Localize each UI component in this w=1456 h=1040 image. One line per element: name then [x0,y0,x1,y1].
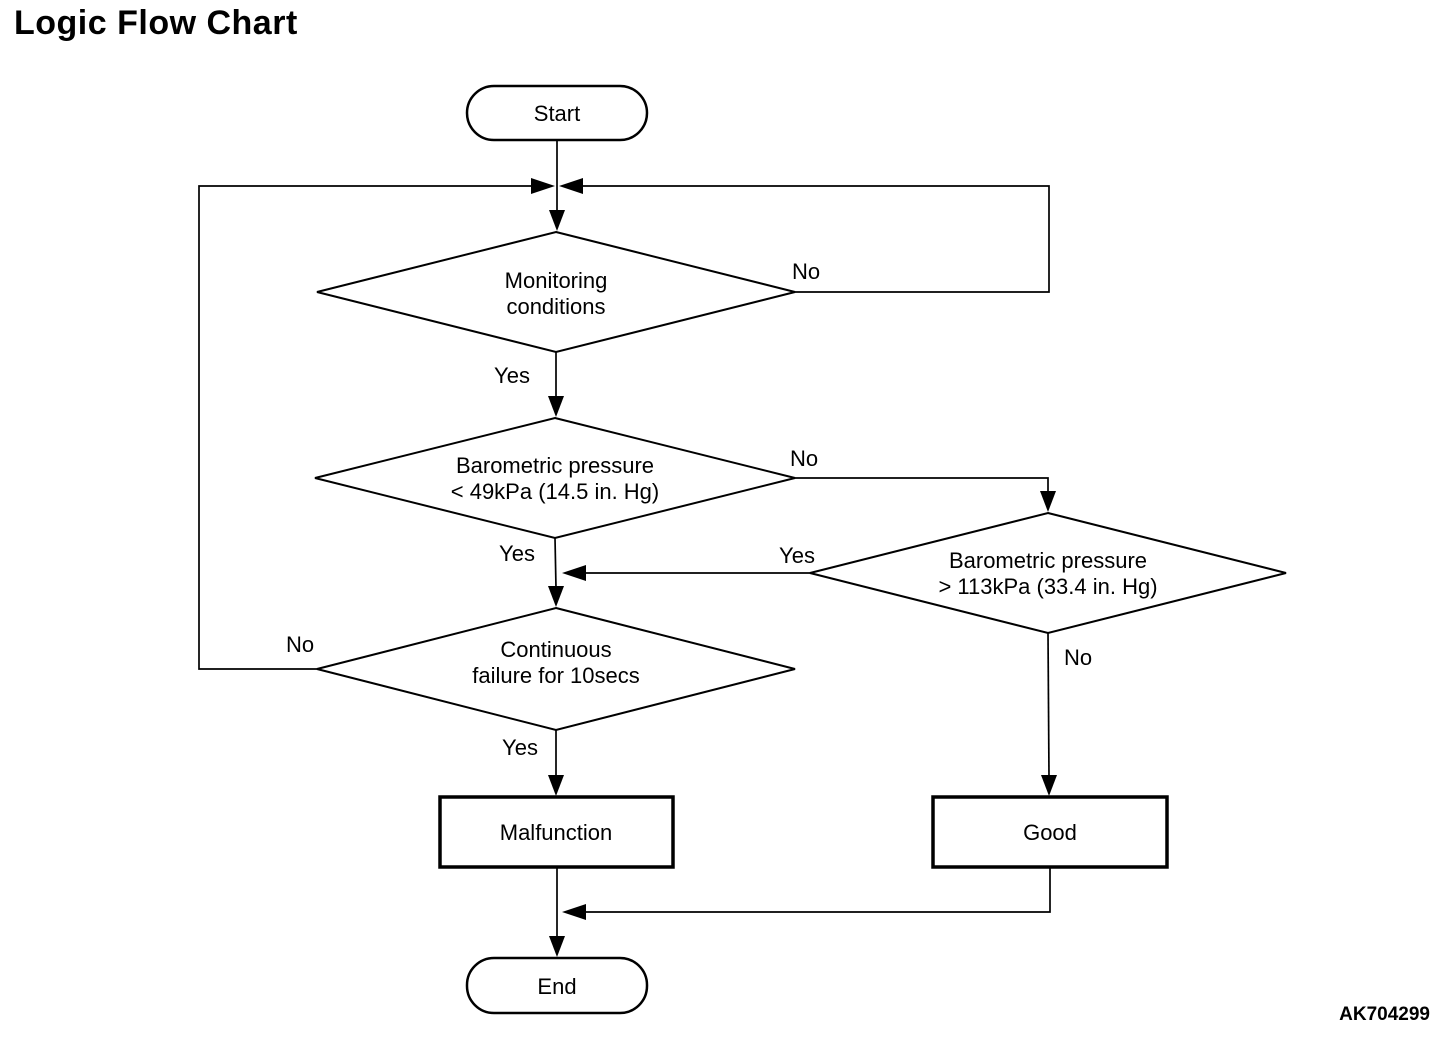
arrowhead-baro-high-yes-junction [562,565,586,581]
baro-high-label-line2: > 113kPa (33.4 in. Hg) [938,574,1158,599]
branch-label-baro-high-no: No [1063,645,1093,670]
branch-label-monitoring-yes: Yes [494,363,530,388]
end-node-label: End [537,974,577,999]
arrowhead-into-malfunction [548,775,564,796]
monitoring-diamond-shape [316,230,796,354]
arrowhead-into-baro-high [1040,491,1056,512]
continuous-diamond-shape [316,606,796,732]
continuous-label-line1: Continuous [500,637,612,662]
baro-low-node-label: Barometric pressure < 49kPa (14.5 in. Hg… [451,453,660,505]
branch-label-baro-low-no: No [789,446,819,471]
branch-label-continuous-no: No [285,632,315,657]
edge-baro-low-no [795,477,1049,493]
continuous-node-label: Continuous failure for 10secs [472,637,640,689]
page-title: Logic Flow Chart [14,4,298,42]
arrowhead-into-end [549,936,565,957]
baro-low-label-line2: < 49kPa (14.5 in. Hg) [450,479,660,504]
baro-low-label-line1: Barometric pressure [455,453,655,478]
edge-continuous-no-loop [198,185,531,670]
baro-high-label-line1: Barometric pressure [948,548,1148,573]
baro-low-diamond-shape [314,416,796,540]
edge-good-to-end [585,867,1051,913]
arrowhead-right-loop-into-junction [559,178,583,194]
end-shape [465,956,649,1015]
arrowhead-into-good [1041,775,1057,796]
arrowhead-left-loop-into-junction [531,178,555,194]
arrowhead-into-baro-low [548,396,564,417]
branch-label-continuous-yes: Yes [502,735,538,760]
branch-label-monitoring-no: No [791,259,821,284]
good-node-label: Good [1023,820,1077,845]
arrowhead-good-line-junction [562,904,586,920]
baro-high-node-label: Barometric pressure > 113kPa (33.4 in. H… [938,548,1157,600]
malfunction-node-label: Malfunction [499,820,613,845]
start-node-label: Start [533,101,581,126]
monitoring-label-line1: Monitoring [504,268,608,293]
edge-baro-low-yes [554,537,557,589]
branch-label-baro-high-yes: Yes [779,543,815,568]
baro-high-diamond-shape [809,511,1287,635]
good-shape [931,795,1169,869]
monitoring-node-label: Monitoring conditions [505,268,608,320]
branch-label-baro-low-yes: Yes [499,541,535,566]
monitoring-label-line2: conditions [506,294,606,319]
continuous-label-line2: failure for 10secs [472,663,640,688]
arrowhead-into-continuous [548,586,564,607]
malfunction-shape [438,795,675,869]
arrowhead-into-monitoring [549,210,565,231]
edge-baro-high-no [1047,632,1050,778]
edge-monitoring-no-loop [583,185,1050,293]
start-shape [465,84,649,142]
figure-code: AK704299 [1339,1004,1430,1025]
